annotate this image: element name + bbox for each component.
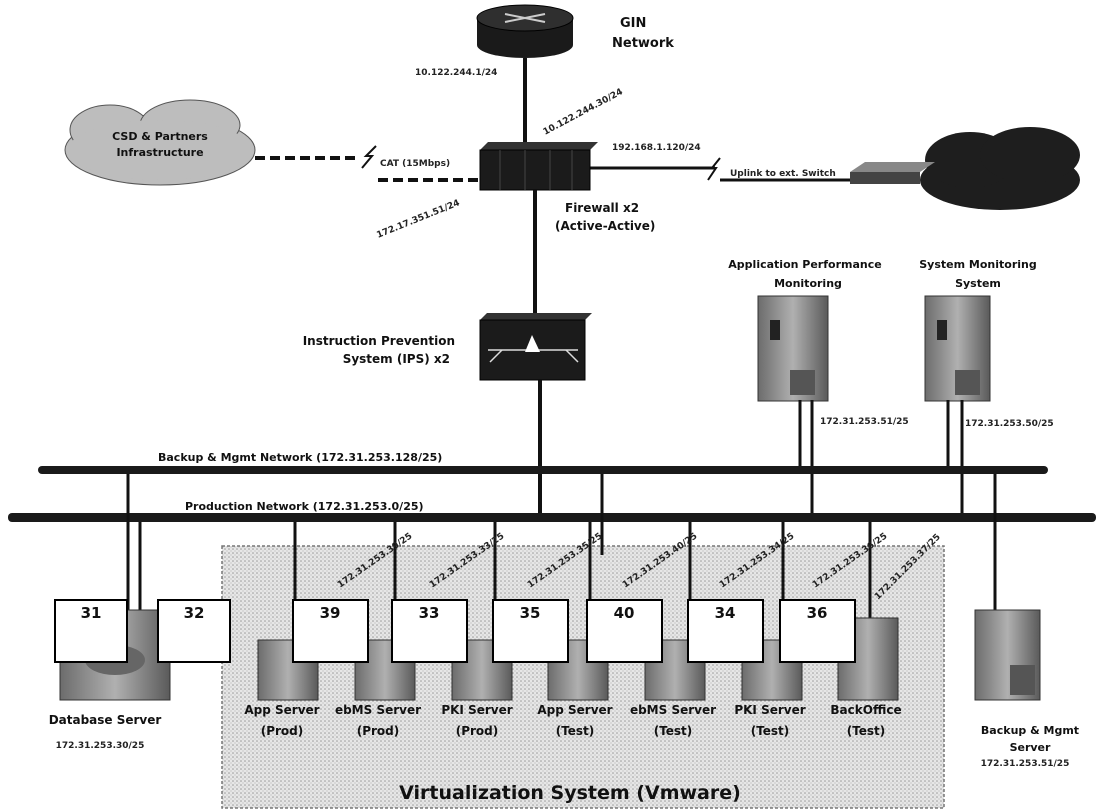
firewall-label-2: (Active-Active) <box>555 219 655 233</box>
cloud-left-icon <box>64 99 256 186</box>
cloud-left-label-2: Infrastructure <box>116 146 203 159</box>
box-number: 39 <box>320 604 341 622</box>
server-name: ebMS Server <box>630 703 716 717</box>
uplink-bolt-icon <box>707 157 721 181</box>
ips-label-2: System (IPS) x2 <box>343 352 450 366</box>
box-34: 34 <box>687 599 764 663</box>
server-name: ebMS Server <box>335 703 421 717</box>
box-number: 33 <box>419 604 440 622</box>
gin-ip: 10.122.244.1/24 <box>415 68 497 78</box>
server-env: (Test) <box>751 724 790 738</box>
backup-server-ip: 172.31.253.51/25 <box>981 759 1070 769</box>
server-env: (Test) <box>556 724 595 738</box>
box-31: 31 <box>54 599 128 663</box>
ips-label-1: Instruction Prevention <box>303 334 455 348</box>
box-number: 31 <box>81 604 102 622</box>
server-name: App Server <box>244 703 319 717</box>
cloud-left-label-1: CSD & Partners <box>112 130 208 143</box>
sms-label-2: System <box>955 277 1001 290</box>
gin-label-2: Network <box>612 36 674 51</box>
cat-label: CAT (15Mbps) <box>380 159 450 169</box>
sms-server-icon <box>924 295 991 402</box>
box-number: 35 <box>520 604 541 622</box>
backup-server-label-2: Server <box>1010 741 1051 754</box>
production-network-bus <box>8 513 1096 522</box>
database-label: Database Server <box>49 713 162 727</box>
database-ip: 172.31.253.30/25 <box>56 741 145 751</box>
box-number: 40 <box>614 604 635 622</box>
gin-link-ip: 10.122.244.30/24 <box>542 87 625 137</box>
box-39: 39 <box>292 599 369 663</box>
box-40: 40 <box>586 599 663 663</box>
gin-label-1: GIN <box>620 16 646 31</box>
production-network-label: Production Network (172.31.253.0/25) <box>185 500 424 513</box>
box-32: 32 <box>157 599 231 663</box>
server-env: (Test) <box>847 724 886 738</box>
box-number: 36 <box>807 604 828 622</box>
server-name: PKI Server <box>441 703 512 717</box>
apm-server-icon <box>757 295 829 402</box>
server-name: PKI Server <box>734 703 805 717</box>
server-env: (Test) <box>654 724 693 738</box>
apm-label-2: Monitoring <box>774 277 842 290</box>
uplink-label: Uplink to ext. Switch <box>730 169 836 179</box>
firewall-icon <box>479 142 598 191</box>
ips-icon <box>479 313 592 381</box>
server-env: (Prod) <box>261 724 304 738</box>
firewall-label-1: Firewall x2 <box>565 201 639 215</box>
virtualization-label: Virtualization System (Vmware) <box>399 782 741 804</box>
apm-ip: 172.31.253.51/25 <box>820 417 909 427</box>
box-33: 33 <box>391 599 468 663</box>
firewall-left-ip: 172.17.351.51/24 <box>375 198 461 241</box>
server-env: (Prod) <box>357 724 400 738</box>
backup-network-label: Backup & Mgmt Network (172.31.253.128/25… <box>158 451 442 464</box>
firewall-right-ip: 192.168.1.120/24 <box>612 143 701 153</box>
switch-icon <box>850 162 935 184</box>
box-36: 36 <box>779 599 856 663</box>
server-name: BackOffice <box>830 703 901 717</box>
box-35: 35 <box>492 599 569 663</box>
server-name: App Server <box>537 703 612 717</box>
backup-server-label-1: Backup & Mgmt <box>981 724 1079 737</box>
sms-label-1: System Monitoring <box>919 258 1036 271</box>
cat-bolt-icon <box>361 145 377 169</box>
box-number: 34 <box>715 604 736 622</box>
server-env: (Prod) <box>456 724 499 738</box>
cloud-right-icon <box>920 127 1080 210</box>
apm-label-1: Application Performance <box>728 258 881 271</box>
backup-network-bus <box>38 466 1048 474</box>
backup-server-icon <box>974 609 1041 701</box>
sms-ip: 172.31.253.50/25 <box>965 419 1054 429</box>
gin-router-icon <box>476 4 574 58</box>
box-number: 32 <box>184 604 205 622</box>
